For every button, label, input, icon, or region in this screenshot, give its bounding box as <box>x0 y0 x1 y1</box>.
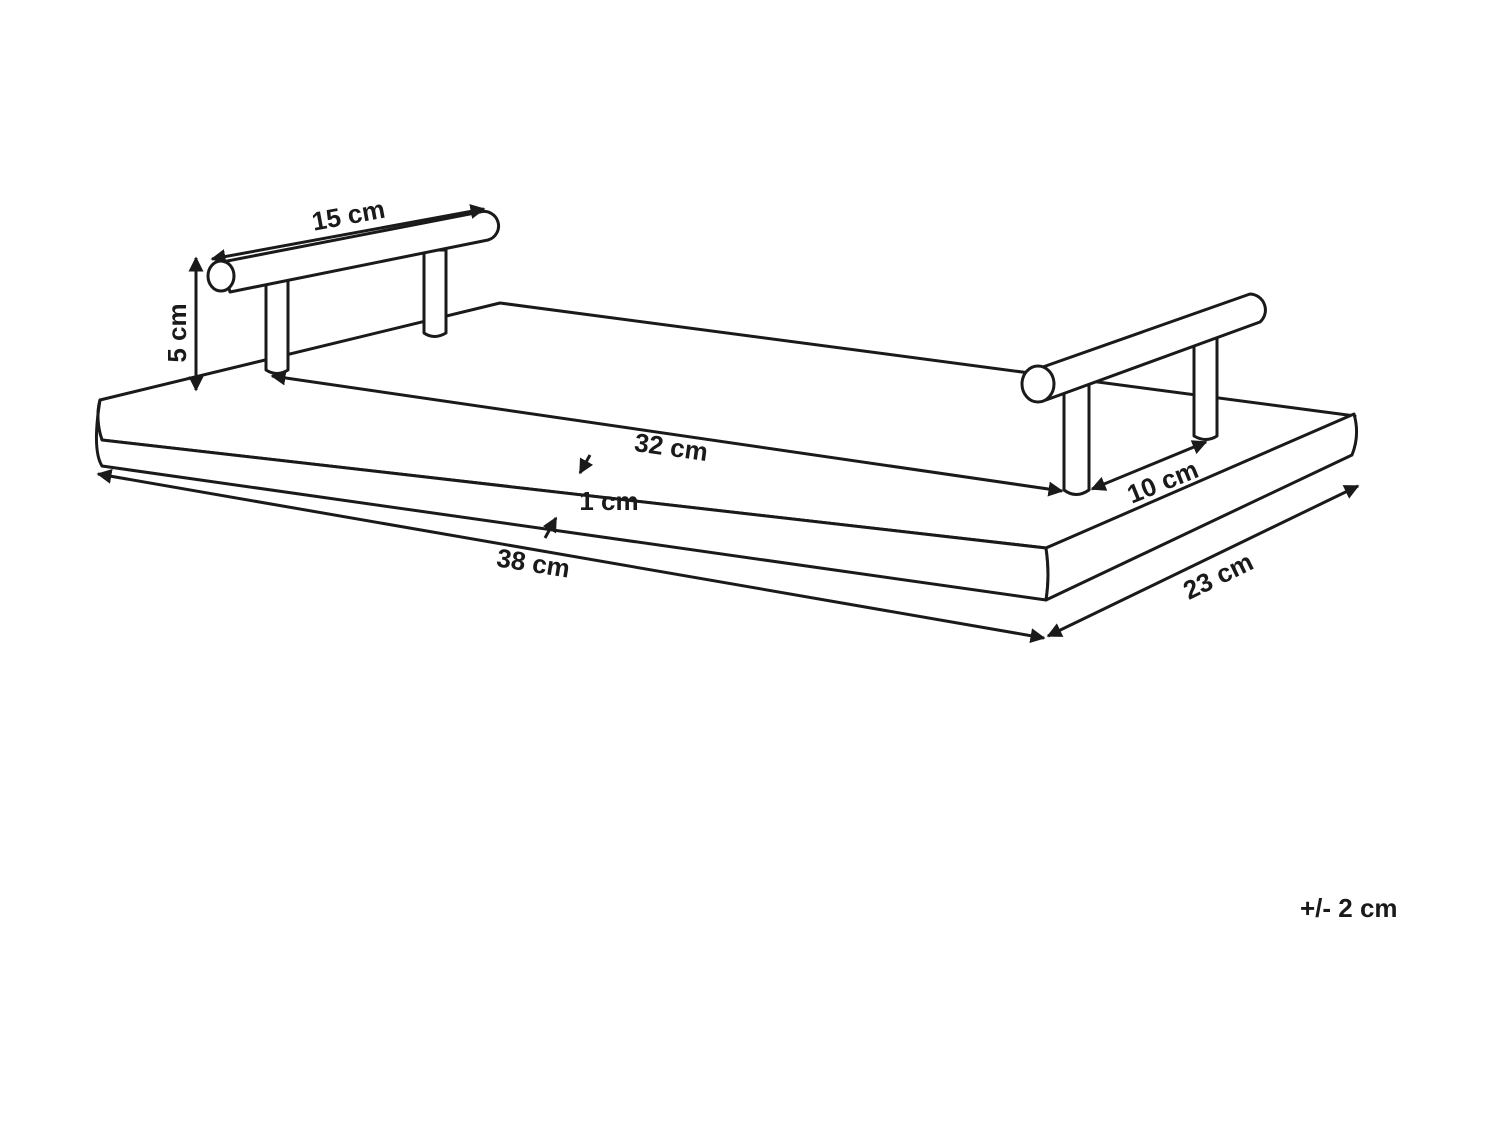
right-handle-back-post <box>1192 318 1219 441</box>
label-thickness: 1 cm <box>579 486 638 516</box>
dimension-line-handle-length <box>210 204 486 264</box>
left-handle-front-post <box>264 278 290 375</box>
dimension-line-total-length <box>96 468 1046 644</box>
label-handle-height: 5 cm <box>162 303 192 362</box>
tolerance-note: +/- 2 cm <box>1300 893 1398 923</box>
dimension-line-total-width <box>1046 484 1360 638</box>
dimension-line-handle-depth <box>1090 440 1208 491</box>
right-handle-front-post <box>1062 378 1091 496</box>
label-total-length: 38 cm <box>495 543 573 584</box>
left-handle-back-post <box>422 248 448 338</box>
right-handle-bar-end <box>1020 364 1056 404</box>
left-handle-bar-end <box>206 259 236 293</box>
right-handle-bar <box>1038 292 1267 402</box>
